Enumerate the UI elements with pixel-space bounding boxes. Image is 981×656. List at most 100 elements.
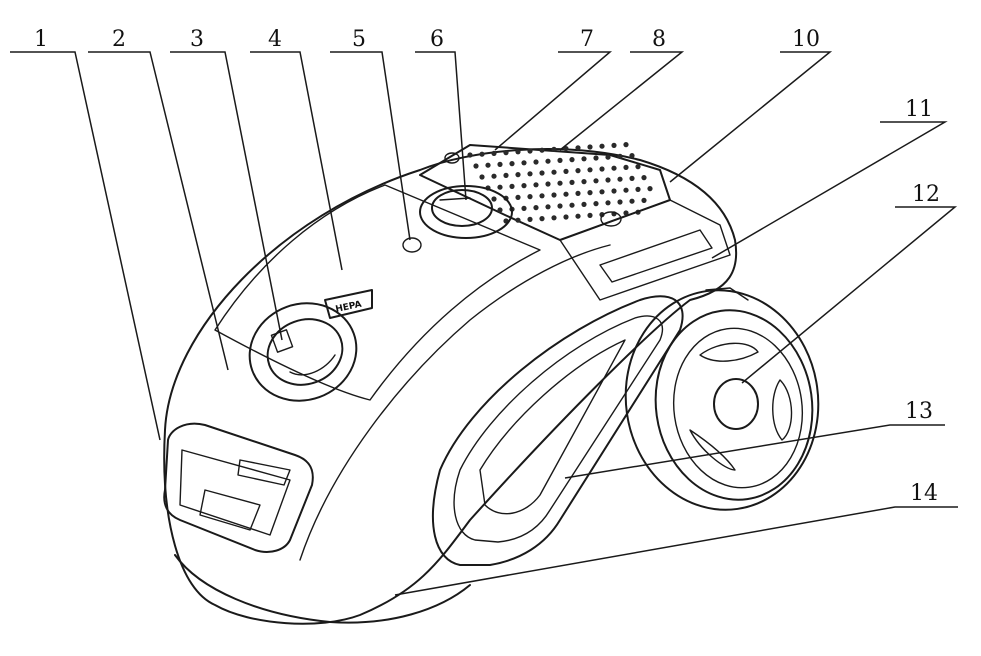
grille-hole [581, 179, 587, 185]
grille-hole [605, 177, 611, 183]
callout-3: 3 [190, 27, 204, 52]
grille-hole [629, 153, 635, 159]
callout-5: 5 [352, 27, 366, 52]
grille-hole [611, 165, 617, 171]
grille-hole [527, 148, 533, 154]
leader-11 [711, 121, 948, 259]
grille-hole [533, 159, 539, 165]
grille-hole [629, 198, 635, 204]
leader-12 [741, 206, 958, 384]
grille-hole [551, 192, 557, 198]
exhaust-grille [467, 142, 653, 224]
grille-hole [569, 157, 575, 163]
grille-hole [623, 210, 629, 216]
grille-hole [575, 145, 581, 151]
grille-hole [617, 153, 623, 159]
grille-hole [557, 180, 563, 186]
top-cover-line [214, 184, 541, 401]
grille-hole [479, 151, 485, 157]
leader-13 [564, 424, 945, 479]
callout-12: 12 [912, 182, 940, 207]
grille-hole [611, 142, 617, 148]
grille-hole [545, 181, 551, 187]
callout-4: 4 [268, 27, 282, 52]
grille-hole [521, 160, 527, 166]
grille-hole [599, 143, 605, 149]
side-panel-line [559, 199, 731, 301]
grille-hole [587, 212, 593, 218]
grille-hole [551, 169, 557, 175]
grille-hole [551, 215, 557, 221]
grille-hole [599, 166, 605, 172]
grille-hole [629, 175, 635, 181]
power-dial [419, 185, 513, 239]
grille-hole [539, 147, 545, 153]
callout-8: 8 [652, 27, 666, 52]
hose-inlet [248, 302, 358, 402]
grille-hole [503, 172, 509, 178]
grille-hole [587, 190, 593, 196]
callout-6: 6 [430, 27, 444, 52]
leader-1 [10, 51, 161, 441]
grille-hole [635, 164, 641, 170]
grille-hole [593, 155, 599, 161]
grille-hole [539, 216, 545, 222]
grille-hole [581, 156, 587, 162]
callout-7: 7 [580, 27, 594, 52]
grille-hole [641, 175, 647, 181]
grille-hole [515, 172, 521, 178]
body-base [174, 554, 471, 624]
vacuum-body: HEPA [163, 142, 820, 625]
grille-hole [593, 201, 599, 207]
leader-2 [88, 51, 229, 371]
side-panel-inner [599, 229, 713, 283]
grille-hole [527, 171, 533, 177]
grille-hole [623, 164, 629, 170]
front-handle [163, 422, 314, 553]
grille-hole [479, 174, 485, 180]
grille-hole [545, 158, 551, 164]
grille-hole [557, 203, 563, 209]
callout-1: 1 [34, 27, 48, 52]
grille-hole [497, 207, 503, 213]
grille-hole [521, 183, 527, 189]
grille-hole [587, 144, 593, 150]
grille-hole [515, 217, 521, 223]
grille-hole [509, 183, 515, 189]
grille-hole [533, 182, 539, 188]
grille-hole [497, 161, 503, 167]
callout-13: 13 [905, 399, 933, 424]
grille-hole [485, 162, 491, 168]
grille-hole [623, 142, 629, 148]
grille-hole [491, 196, 497, 202]
grille-hole [587, 167, 593, 173]
grille-hole [551, 146, 557, 152]
grille-hole [617, 176, 623, 182]
grille-hole [563, 191, 569, 197]
leader-6 [415, 51, 467, 201]
callout-2: 2 [112, 27, 126, 52]
cord-rewind-button [444, 152, 460, 164]
grille-hole [527, 216, 533, 222]
grille-hole [473, 163, 479, 169]
grille-hole [467, 152, 473, 158]
callout-10: 10 [792, 27, 820, 52]
grille-hole [641, 197, 647, 203]
power-button [600, 211, 622, 227]
grille-hole [497, 184, 503, 190]
leader-3 [170, 51, 283, 341]
leader-7 [494, 51, 613, 151]
grille-hole [563, 168, 569, 174]
grille-hole [515, 194, 521, 200]
body-seam [299, 244, 611, 561]
grille-hole [545, 204, 551, 210]
side-cover [432, 295, 684, 566]
grille-hole [569, 202, 575, 208]
callout-11: 11 [905, 97, 933, 122]
grille-hole [575, 213, 581, 219]
callout-labels: 1 2 3 4 5 6 7 8 10 11 12 13 14 [34, 27, 940, 506]
grille-hole [623, 187, 629, 193]
grille-hole [593, 178, 599, 184]
indicator-light [402, 237, 422, 253]
grille-hole [533, 205, 539, 211]
